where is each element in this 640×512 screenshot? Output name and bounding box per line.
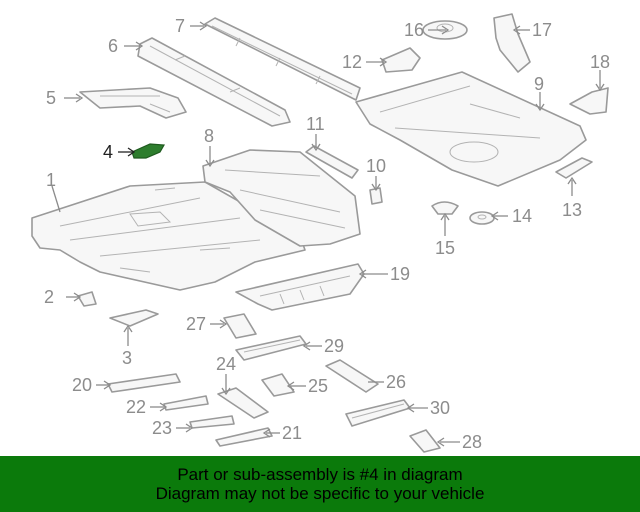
callout-21: 21	[282, 423, 302, 443]
callout-labels: 1 2 3 4 5 6 7 8 9 10 11 12 13 14 15 16 1…	[44, 16, 610, 452]
part-30-member	[345, 399, 411, 427]
callout-7: 7	[175, 16, 185, 36]
callout-16: 16	[404, 20, 424, 40]
callout-24: 24	[216, 354, 236, 374]
part-4-highlighted	[131, 143, 165, 159]
callout-1: 1	[46, 170, 56, 190]
callout-4: 4	[103, 142, 113, 162]
banner-line-1: Part or sub-assembly is #4 in diagram	[177, 465, 463, 484]
part-12-bracket	[381, 47, 421, 73]
part-29-member	[235, 335, 307, 361]
callout-3: 3	[122, 348, 132, 368]
part-6-rail	[137, 37, 291, 127]
part-11-crossmember	[305, 145, 359, 179]
floor-pan-exploded-diagram: 1 2 3 4 5 6 7 8 9 10 11 12 13 14 15 16 1…	[31, 13, 610, 453]
part-23-member	[189, 415, 235, 429]
callout-2: 2	[44, 287, 54, 307]
callout-11: 11	[306, 114, 325, 134]
part-5-bracket	[79, 87, 187, 119]
part-26-member	[325, 359, 379, 393]
callout-18: 18	[590, 52, 610, 72]
part-25-bracket	[261, 373, 295, 397]
part-28-bracket	[409, 429, 441, 453]
part-17-bracket	[493, 13, 531, 73]
part-21-member	[215, 427, 273, 447]
callout-27: 27	[186, 314, 206, 334]
part-3-plate	[109, 309, 159, 327]
callout-26: 26	[386, 372, 406, 392]
callout-23: 23	[152, 418, 172, 438]
callout-8: 8	[204, 126, 214, 146]
part-20-member	[107, 373, 181, 393]
part-14-grommet	[469, 211, 495, 225]
callout-14: 14	[512, 206, 532, 226]
part-19-crossmember	[235, 263, 365, 311]
callout-29: 29	[324, 336, 344, 356]
part-8-floor-panel	[202, 149, 361, 247]
callout-9: 9	[534, 74, 544, 94]
part-24-member	[217, 387, 269, 419]
callout-10: 10	[366, 156, 386, 176]
part-9-rear-floor	[355, 71, 587, 187]
notice-banner: Part or sub-assembly is #4 in diagram Di…	[0, 456, 640, 512]
callout-13: 13	[562, 200, 582, 220]
part-2-bracket	[77, 291, 97, 307]
part-27-bracket	[223, 313, 257, 339]
part-22-member	[163, 395, 209, 411]
leader-lines	[51, 21, 605, 447]
callout-15: 15	[435, 238, 455, 258]
callout-12: 12	[342, 52, 362, 72]
callout-6: 6	[108, 36, 118, 56]
callout-19: 19	[390, 264, 410, 284]
part-7-rail	[204, 17, 361, 101]
callout-30: 30	[430, 398, 450, 418]
part-15-plug	[431, 201, 459, 215]
callout-22: 22	[126, 397, 146, 417]
part-13-bracket	[555, 157, 593, 179]
callout-17: 17	[532, 20, 552, 40]
callout-28: 28	[462, 432, 482, 452]
banner-line-2: Diagram may not be specific to your vehi…	[155, 484, 485, 503]
part-1-floor-pan	[31, 181, 306, 291]
callout-20: 20	[72, 375, 92, 395]
part-18-bracket	[569, 87, 609, 115]
callout-25: 25	[308, 376, 328, 396]
callout-5: 5	[46, 88, 56, 108]
